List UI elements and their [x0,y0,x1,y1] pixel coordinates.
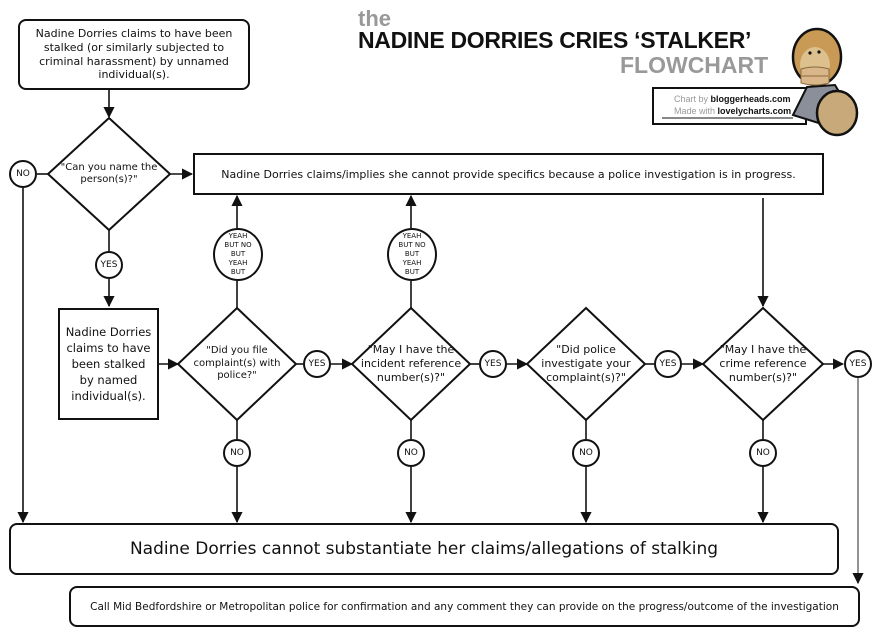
yeah-but-connector-2: YEAH BUT NO BUT YEAH BUT [387,228,437,281]
no-connector-investigate: NO [572,439,600,467]
yeah-but-connector-1: YEAH BUT NO BUT YEAH BUT [213,228,263,281]
police-investigation-text: Nadine Dorries claims/implies she cannot… [221,167,796,181]
yes-connector-complaint: YES [303,350,331,378]
named-individuals-text: Nadine Dorries claims to have been stalk… [65,324,152,404]
call-police-node: Call Mid Bedfordshire or Metropolitan po… [69,586,860,627]
title-prefix: the [358,6,391,31]
decision-crime-text: "May I have the crime reference number(s… [719,343,807,384]
page-title: NADINE DORRIES CRIES ‘STALKER’ [358,27,752,53]
named-individuals-node: Nadine Dorries claims to have been stalk… [58,308,159,420]
yes-connector-incident: YES [479,350,507,378]
credit-underline [662,117,793,119]
yes-connector-crime: YES [844,350,872,378]
decision-investigate-text: "Did police investigate your complaint(s… [541,343,631,384]
yes-connector-investigate: YES [654,350,682,378]
yes-connector-name: YES [95,251,123,279]
no-connector-incident: NO [397,439,425,467]
credit-box: Chart by bloggerheads.com Made with love… [652,87,807,125]
decision-diamond-name [46,116,172,232]
start-node-text: Nadine Dorries claims to have been stalk… [35,27,233,82]
decision-diamond-crime [701,306,825,422]
cannot-substantiate-text: Nadine Dorries cannot substantiate her c… [129,539,719,559]
police-investigation-node: Nadine Dorries claims/implies she cannot… [193,153,824,195]
decision-diamond-investigate [525,306,647,422]
credit-label-1: Chart by [674,94,709,104]
no-connector-complaint: NO [223,439,251,467]
cannot-substantiate-node: Nadine Dorries cannot substantiate her c… [9,523,839,575]
decision-name-text: "Can you name the person(s)?" [60,161,158,186]
decision-diamond-incident [350,306,472,422]
no-connector-name: NO [9,160,37,188]
credit-link-bloggerheads[interactable]: bloggerheads.com [710,94,791,104]
title-suffix: FLOWCHART [620,52,769,78]
decision-incident-text: "May I have the incident reference numbe… [360,343,462,384]
start-node: Nadine Dorries claims to have been stalk… [18,19,250,90]
no-connector-crime: NO [749,439,777,467]
decision-complaint-text: "Did you file complaint(s) with police?" [193,345,281,382]
call-police-text: Call Mid Bedfordshire or Metropolitan po… [90,600,839,613]
credit-link-lovelycharts[interactable]: lovelycharts.com [717,106,792,117]
credit-label-2: Made with [674,106,716,117]
puppet-mascot-icon [791,27,859,137]
decision-diamond-complaint [176,306,298,422]
